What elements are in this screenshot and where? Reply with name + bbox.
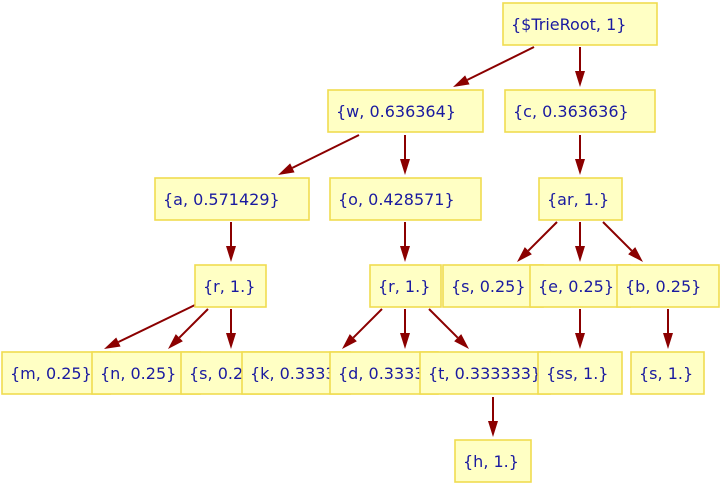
- arrowhead-icon: [168, 334, 183, 349]
- node-label: {e, 0.25}: [538, 277, 614, 296]
- arrowhead-icon: [628, 247, 643, 262]
- edge-line: [291, 134, 360, 169]
- edges-layer: [104, 46, 673, 437]
- arrowhead-icon: [400, 333, 410, 349]
- edge-e-ss: [575, 309, 585, 349]
- node-label: {$TrieRoot, 1}: [511, 15, 626, 34]
- node-box: [538, 177, 623, 221]
- node-box: [537, 351, 623, 395]
- node-label: {k, 0.333333}: [250, 364, 366, 383]
- trie-node-c: {c, 0.363636}: [504, 89, 656, 133]
- node-box: [454, 439, 532, 483]
- node-label: {n, 0.25}: [100, 364, 176, 383]
- node-label: {m, 0.25}: [10, 364, 92, 383]
- node-label: {r, 1.}: [378, 277, 430, 296]
- edge-w-o: [400, 135, 410, 175]
- trie-node-root: {$TrieRoot, 1}: [502, 2, 658, 46]
- trie-node-b: {b, 0.25}: [616, 264, 720, 308]
- edge-r2-t: [428, 308, 469, 349]
- arrowhead-icon: [575, 333, 585, 349]
- edge-t-h: [488, 397, 498, 437]
- arrowhead-icon: [517, 247, 532, 262]
- node-label: {c, 0.363636}: [513, 102, 629, 121]
- edge-line: [352, 308, 383, 339]
- node-label: {a, 0.571429}: [163, 190, 280, 209]
- edge-c-ar: [575, 135, 585, 175]
- node-box: [630, 351, 705, 395]
- trie-node-o: {o, 0.428571}: [329, 177, 482, 221]
- trie-node-w: {w, 0.636364}: [327, 89, 484, 133]
- edge-line: [178, 308, 209, 339]
- node-box: [504, 89, 656, 133]
- trie-node-h: {h, 1.}: [454, 439, 532, 483]
- arrowhead-icon: [453, 75, 470, 87]
- node-box: [154, 177, 310, 221]
- node-label: {s, 1.}: [639, 364, 693, 383]
- edge-ar-b: [602, 221, 643, 262]
- node-label: {r, 1.}: [203, 277, 255, 296]
- edge-root-c: [575, 47, 585, 87]
- edge-w-a: [278, 134, 360, 175]
- trie-node-s3: {s, 1.}: [630, 351, 705, 395]
- node-box: [419, 351, 551, 395]
- edge-b-s3: [663, 309, 673, 349]
- arrowhead-icon: [104, 337, 121, 349]
- edge-r2-k: [342, 308, 383, 349]
- trie-node-a: {a, 0.571429}: [154, 177, 310, 221]
- trie-node-s1: {s, 0.25}: [442, 264, 544, 308]
- edge-ar-e: [575, 222, 585, 262]
- node-box: [529, 264, 631, 308]
- node-label: {ss, 1.}: [546, 364, 608, 383]
- edge-line: [602, 221, 633, 252]
- arrowhead-icon: [575, 71, 585, 87]
- arrowhead-icon: [454, 334, 469, 349]
- node-label: {o, 0.428571}: [338, 190, 455, 209]
- node-label: {ar, 1.}: [547, 190, 609, 209]
- arrowhead-icon: [663, 333, 673, 349]
- edge-line: [117, 304, 196, 343]
- edge-r1-m: [104, 304, 196, 349]
- node-box: [502, 2, 658, 46]
- trie-node-t: {t, 0.333333}: [419, 351, 551, 395]
- node-box: [369, 264, 442, 308]
- node-label: {d, 0.333333}: [338, 364, 455, 383]
- node-label: {w, 0.636364}: [336, 102, 456, 121]
- trie-node-r2: {r, 1.}: [369, 264, 442, 308]
- edge-root-w: [453, 46, 535, 87]
- edge-ar-s1: [517, 221, 558, 262]
- arrowhead-icon: [400, 159, 410, 175]
- arrowhead-icon: [226, 333, 236, 349]
- trie-node-r1: {r, 1.}: [194, 264, 267, 308]
- node-label: {s, 0.25}: [451, 277, 526, 296]
- node-box: [616, 264, 720, 308]
- node-label: {b, 0.25}: [625, 277, 701, 296]
- edge-r1-n: [168, 308, 209, 349]
- edge-line: [428, 308, 459, 339]
- trie-node-ss: {ss, 1.}: [537, 351, 623, 395]
- arrowhead-icon: [342, 334, 357, 349]
- edge-line: [527, 221, 558, 252]
- edge-r1-s2: [226, 309, 236, 349]
- edge-o-r2: [400, 222, 410, 262]
- edge-line: [466, 46, 535, 81]
- node-label: {t, 0.333333}: [428, 364, 541, 383]
- edge-r2-d: [400, 309, 410, 349]
- arrowhead-icon: [575, 246, 585, 262]
- node-box: [442, 264, 544, 308]
- arrowhead-icon: [226, 246, 236, 262]
- trie-node-ar: {ar, 1.}: [538, 177, 623, 221]
- node-box: [327, 89, 484, 133]
- node-box: [194, 264, 267, 308]
- arrowhead-icon: [400, 246, 410, 262]
- trie-node-e: {e, 0.25}: [529, 264, 631, 308]
- arrowhead-icon: [278, 163, 295, 175]
- arrowhead-icon: [488, 421, 498, 437]
- edge-a-r1: [226, 222, 236, 262]
- arrowhead-icon: [575, 159, 585, 175]
- node-box: [329, 177, 482, 221]
- node-label: {h, 1.}: [463, 452, 519, 471]
